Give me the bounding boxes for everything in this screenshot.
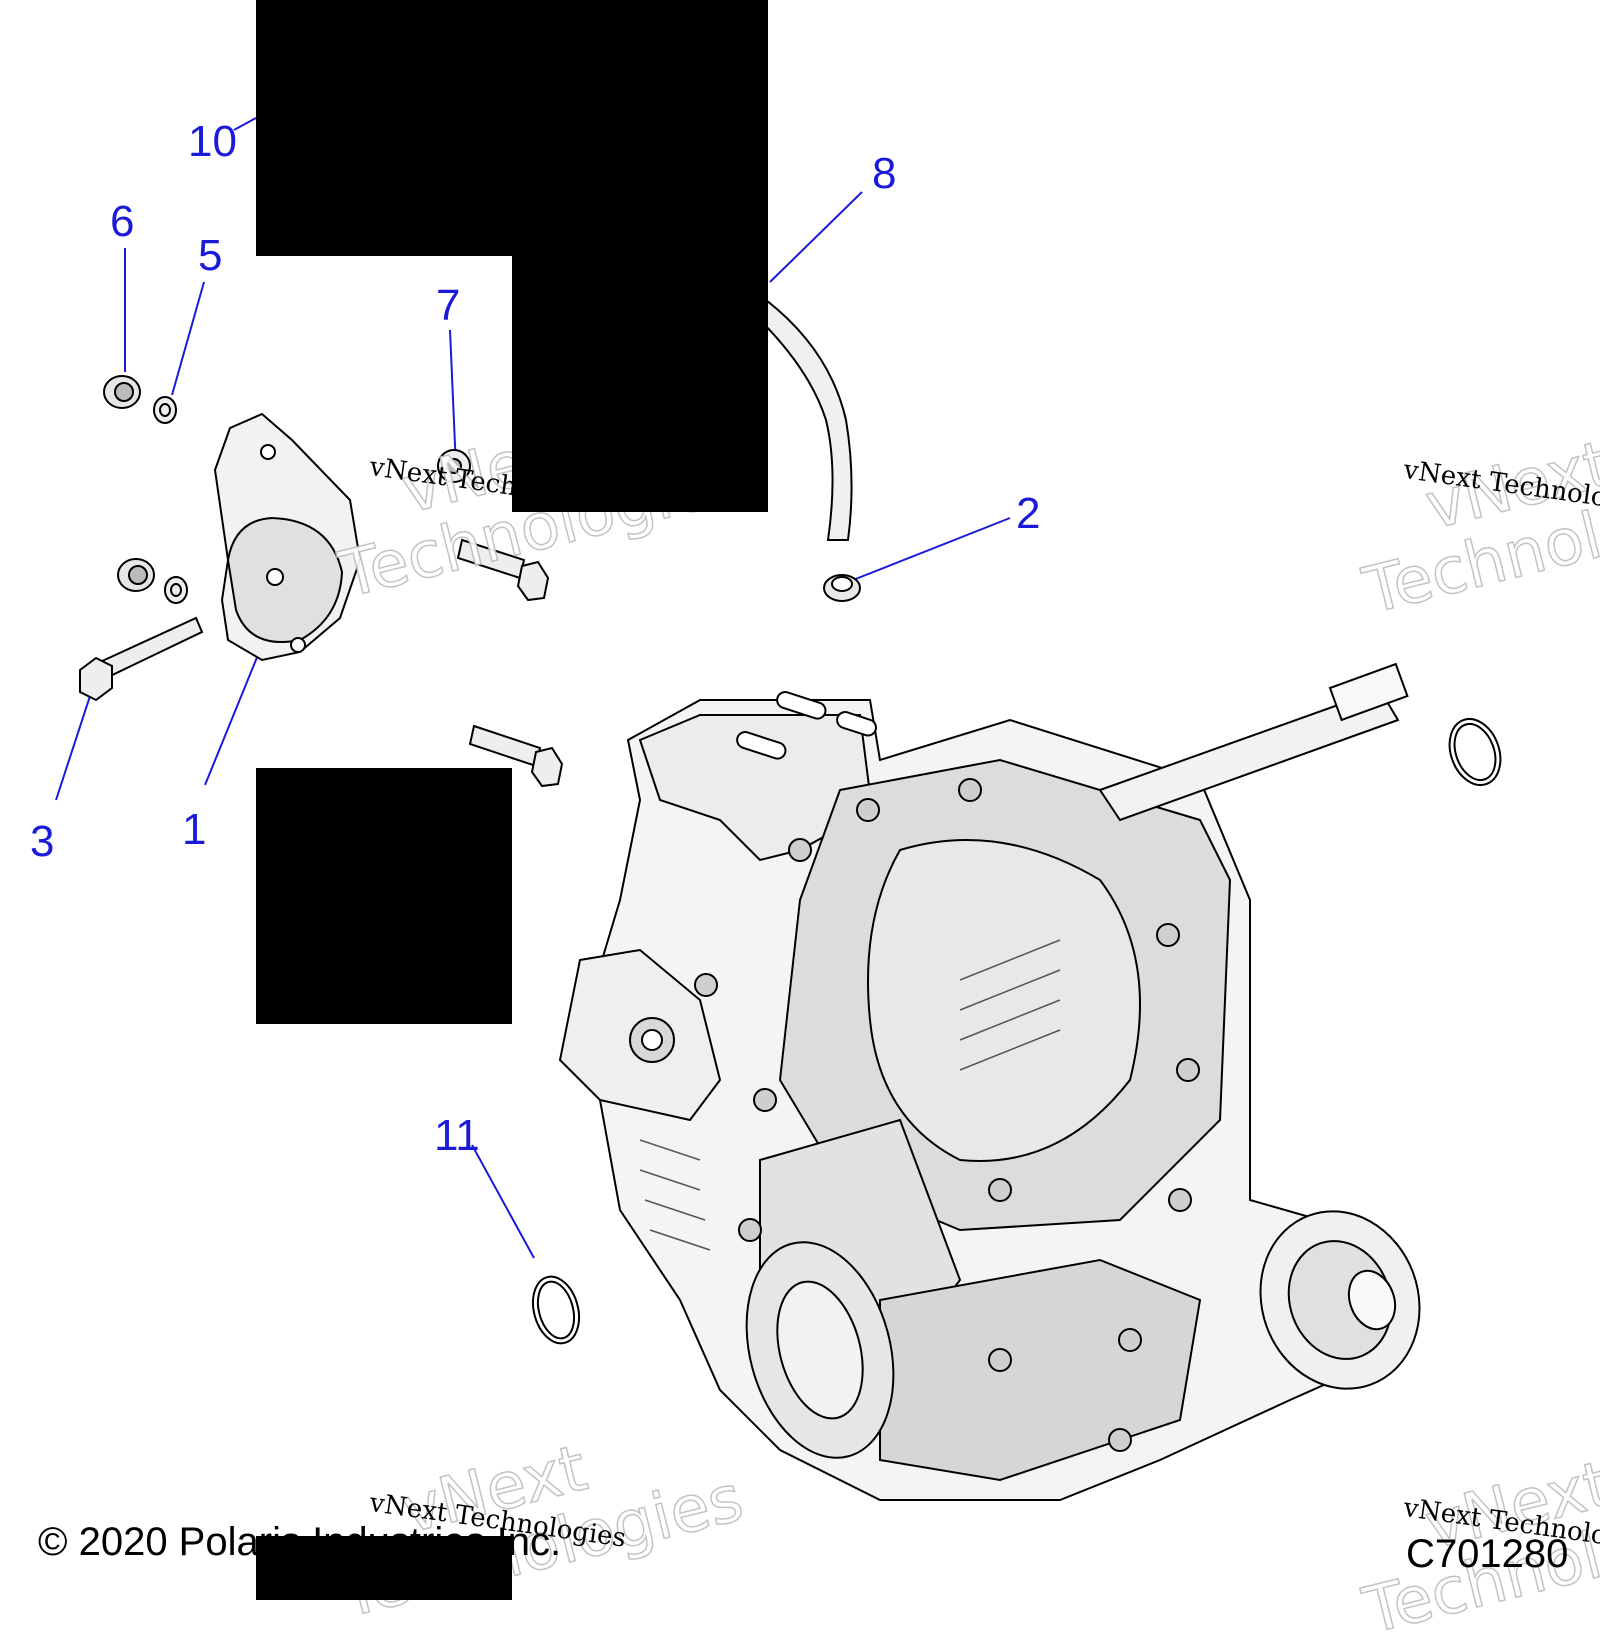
leader-lines <box>55 117 1011 1259</box>
lock-washer-part <box>153 396 188 604</box>
o-ring-part <box>531 718 1502 1345</box>
bolt-part <box>468 724 564 788</box>
bolt-part <box>79 616 204 702</box>
hose-clamp-part <box>823 574 861 602</box>
bolt-part <box>437 449 550 602</box>
callout-5[interactable]: 5 <box>198 231 223 280</box>
parts-diagram: 10 6 5 7 8 2 3 1 11 vNext Technologies v… <box>30 0 1600 1649</box>
callout-6[interactable]: 6 <box>110 197 135 246</box>
callout-3[interactable]: 3 <box>30 817 55 866</box>
redaction-block <box>512 256 768 512</box>
callout-7[interactable]: 7 <box>436 281 461 330</box>
callout-2[interactable]: 2 <box>1016 489 1041 538</box>
exploded-view-drawing <box>55 117 1502 1501</box>
sensor-bracket-part <box>213 412 362 662</box>
redaction-block <box>256 0 768 256</box>
transmission-assembly <box>558 662 1421 1501</box>
callout-10[interactable]: 10 <box>188 117 237 166</box>
vent-hose-part <box>758 298 853 541</box>
callout-11[interactable]: 11 <box>434 1111 480 1160</box>
redaction-block <box>256 1536 512 1600</box>
redaction-block <box>256 768 512 1024</box>
callout-8[interactable]: 8 <box>872 149 897 198</box>
diagram-code: C701280 <box>1406 1532 1569 1576</box>
callout-1[interactable]: 1 <box>182 805 207 854</box>
flange-nut-part <box>103 375 155 592</box>
